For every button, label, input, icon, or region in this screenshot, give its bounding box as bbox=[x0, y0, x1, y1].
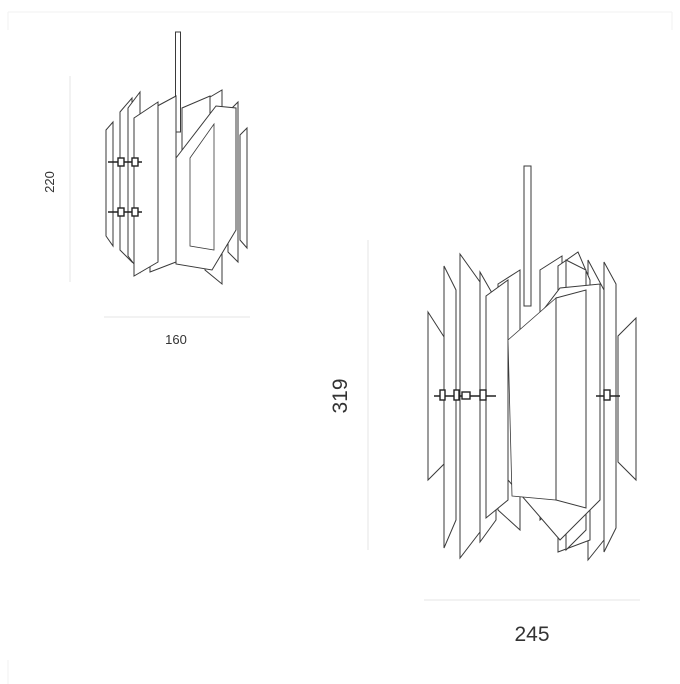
large-lamp-fin bbox=[555, 289, 587, 509]
small-lamp-fin bbox=[105, 120, 114, 248]
large-lamp-clip bbox=[479, 389, 487, 401]
small-lamp-height-label: 220 bbox=[42, 171, 57, 193]
small-lamp-clip bbox=[131, 157, 139, 167]
small-lamp-clip bbox=[117, 207, 125, 217]
large-lamp-rod bbox=[523, 165, 532, 307]
large-lamp-height-label: 319 bbox=[329, 378, 352, 413]
large-lamp-height-dimension: 319 bbox=[329, 240, 369, 550]
small-lamp-clip bbox=[117, 157, 125, 167]
small-lamp-fin bbox=[239, 126, 248, 250]
large-lamp-clip bbox=[461, 391, 471, 400]
small-lamp-width-dimension: 160 bbox=[104, 316, 250, 347]
small-lamp-clip bbox=[131, 207, 139, 217]
large-lamp-fin bbox=[443, 265, 457, 549]
large-lamp-clip bbox=[453, 389, 460, 401]
small-lamp-fin bbox=[189, 122, 215, 251]
small-lamp-drawing bbox=[105, 31, 248, 286]
large-lamp-fin bbox=[485, 279, 509, 520]
small-lamp-fin bbox=[133, 101, 159, 277]
large-lamp-clip bbox=[603, 389, 611, 401]
large-lamp-fin bbox=[617, 316, 637, 482]
small-lamp-height-dimension: 220 bbox=[42, 76, 71, 282]
page-frame bbox=[7, 11, 673, 684]
large-lamp-width-dimension: 245 bbox=[424, 599, 640, 646]
small-lamp-width-label: 160 bbox=[165, 332, 187, 347]
small-lamp-rod bbox=[175, 31, 181, 133]
large-lamp-fin bbox=[603, 261, 617, 553]
large-lamp-fin bbox=[459, 252, 481, 560]
large-lamp-drawing bbox=[427, 165, 637, 562]
large-lamp-width-label: 245 bbox=[514, 623, 549, 646]
large-lamp-clip bbox=[439, 389, 446, 401]
